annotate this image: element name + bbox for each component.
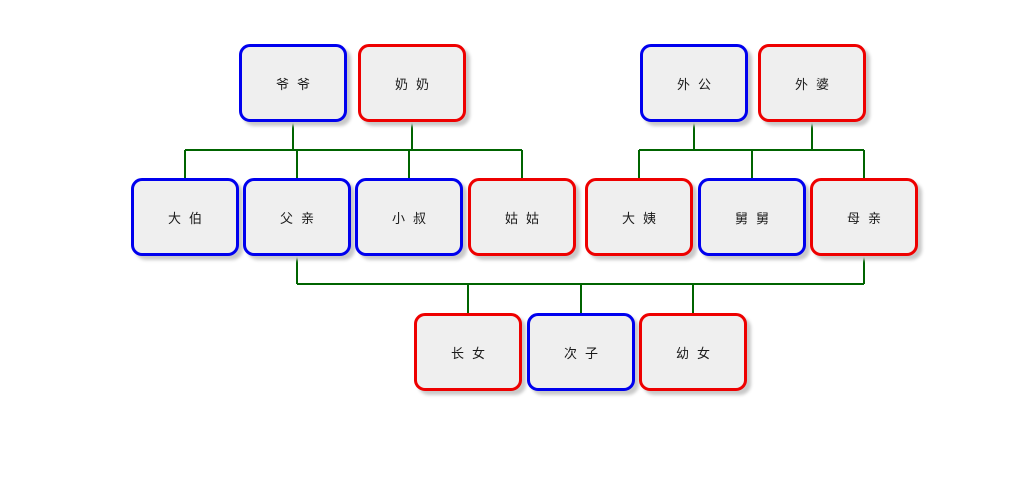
node-label: 大姨 [621, 210, 664, 226]
node-label: 爷爷 [275, 76, 318, 92]
node-label: 姑姑 [504, 210, 547, 226]
node-label: 父亲 [279, 210, 322, 226]
node-eldest-maternal-aunt: 大姨 [585, 178, 693, 256]
node-younger-paternal-uncle: 小叔 [355, 178, 463, 256]
node-paternal-grandmother: 奶奶 [358, 44, 466, 122]
node-label: 长女 [450, 345, 493, 361]
node-label: 小叔 [391, 210, 434, 226]
node-maternal-grandmother: 外婆 [758, 44, 866, 122]
node-eldest-daughter: 长女 [414, 313, 522, 391]
node-maternal-uncle: 舅舅 [698, 178, 806, 256]
node-father: 父亲 [243, 178, 351, 256]
node-paternal-aunt: 姑姑 [468, 178, 576, 256]
node-label: 次子 [563, 345, 606, 361]
node-youngest-daughter: 幼女 [639, 313, 747, 391]
node-second-son: 次子 [527, 313, 635, 391]
node-label: 大伯 [167, 210, 210, 226]
node-paternal-grandfather: 爷爷 [239, 44, 347, 122]
node-maternal-grandfather: 外公 [640, 44, 748, 122]
node-label: 奶奶 [394, 76, 437, 92]
node-label: 母亲 [846, 210, 889, 226]
node-label: 幼女 [675, 345, 718, 361]
node-eldest-paternal-uncle: 大伯 [131, 178, 239, 256]
node-mother: 母亲 [810, 178, 918, 256]
node-label: 外婆 [794, 76, 837, 92]
node-label: 外公 [676, 76, 719, 92]
node-label: 舅舅 [734, 210, 777, 226]
